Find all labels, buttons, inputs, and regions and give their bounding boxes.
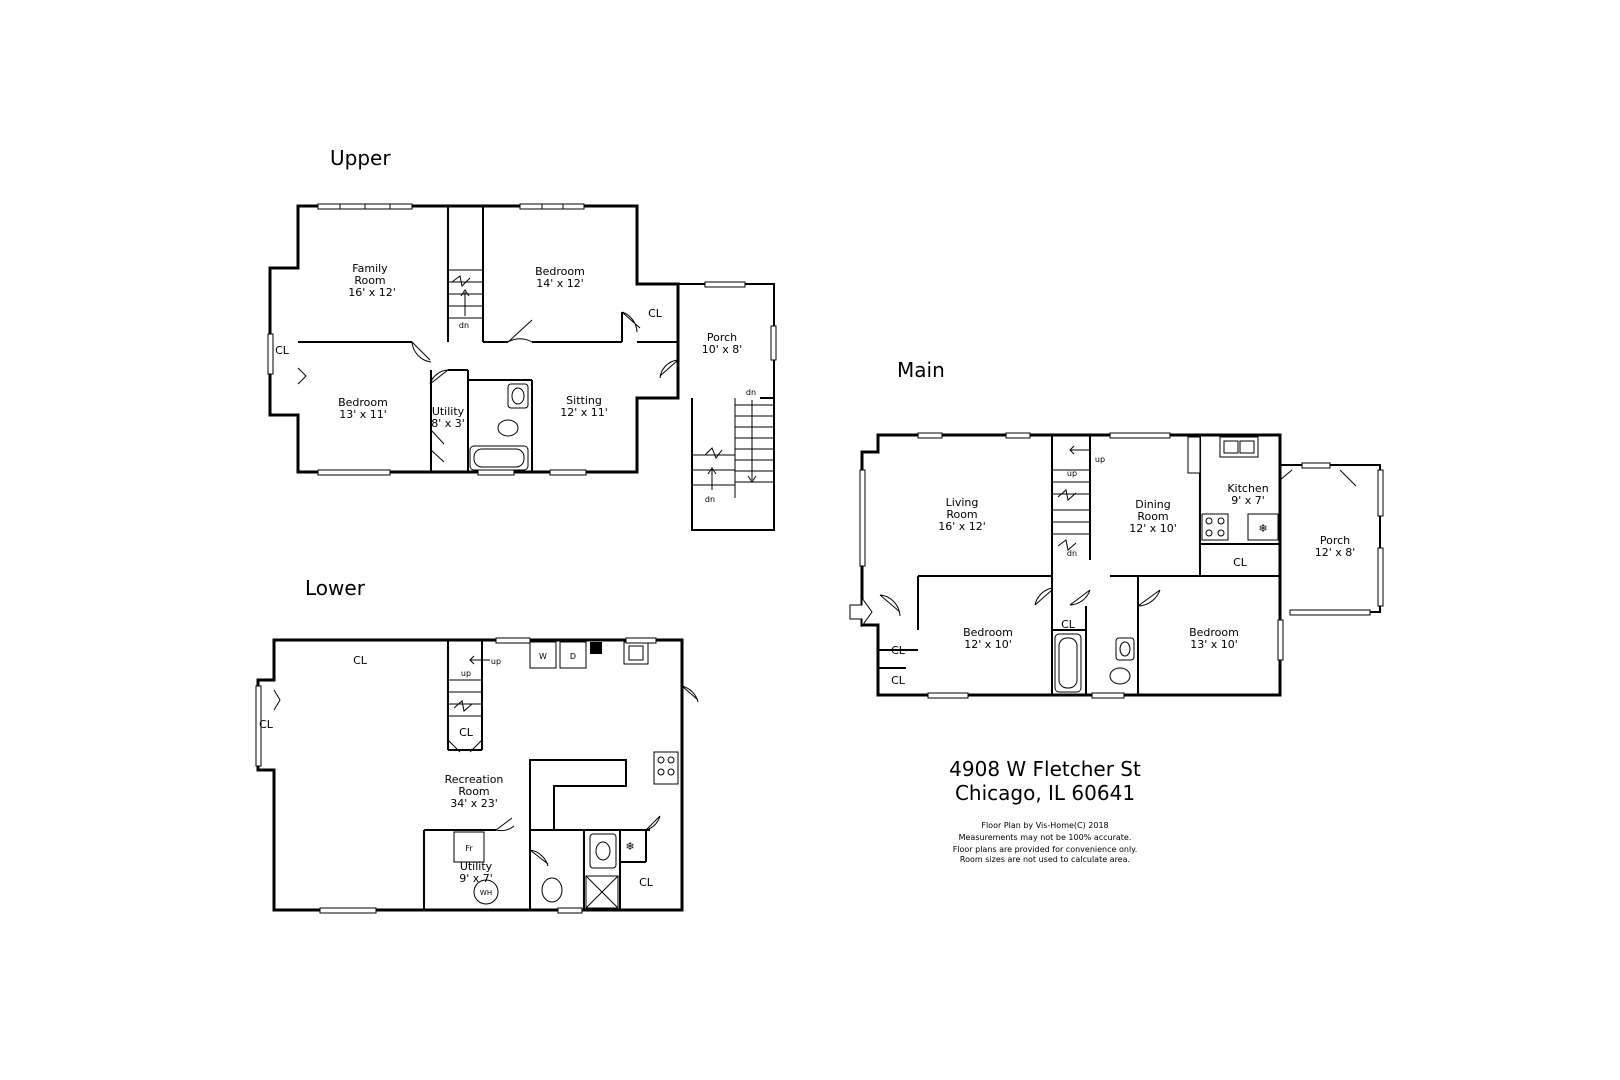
- main-porch-size: 12' x 8': [1315, 546, 1356, 559]
- upper-utility-name: Utility: [432, 405, 465, 418]
- upper-bedroom-2-size: 13' x 11': [339, 408, 387, 421]
- lower-dark-fixture: [590, 642, 602, 654]
- upper-exterior-stair-treads: [692, 400, 774, 490]
- lower-washer: [529, 641, 557, 669]
- main-kitchen-fridge: [1247, 513, 1279, 541]
- main-bedroom-2-name: Bedroom: [1189, 626, 1239, 639]
- main-bedroom-1-name: Bedroom: [963, 626, 1013, 639]
- main-kitchen-size: 9' x 7': [1231, 494, 1265, 507]
- lower-utility-name: Utility: [460, 860, 493, 873]
- upper-stair-dn-label-2: dn: [746, 388, 756, 397]
- main-bedroom-2-size: 13' x 10': [1190, 638, 1238, 651]
- upper-sitting-size: 12' x 11': [560, 406, 608, 419]
- lower-closet-left: CL: [259, 718, 274, 731]
- lower-closet-main: CL: [353, 654, 368, 667]
- upper-family-room-name-1: Family: [352, 262, 388, 275]
- main-bath-sink: [1115, 637, 1135, 661]
- main-floor-plan: Main: [849, 358, 1384, 699]
- main-stair-up-label-2: up: [1067, 469, 1077, 478]
- main-dining-room-name-2: Room: [1137, 510, 1168, 523]
- lower-washer-label: W: [539, 652, 547, 661]
- disclaimer-line-3: Room sizes are not used to calculate are…: [960, 855, 1130, 864]
- upper-utility-size: 8' x 3': [431, 417, 465, 430]
- lower-laundry-sink: [623, 641, 649, 665]
- main-stair-up-label-1: up: [1095, 455, 1105, 464]
- main-bedroom-1-size: 12' x 10': [964, 638, 1012, 651]
- main-living-window: [859, 469, 866, 567]
- lower-utility-size: 9' x 7': [459, 872, 493, 885]
- upper-sitting-name: Sitting: [566, 394, 602, 407]
- upper-porch-name: Porch: [707, 331, 737, 344]
- main-dining-room-name-1: Dining: [1135, 498, 1171, 511]
- upper-bedroom-2-name: Bedroom: [338, 396, 388, 409]
- main-interior-stair: [1052, 445, 1090, 551]
- main-toilet: [1109, 667, 1131, 685]
- main-stair-dn-label: dn: [1067, 549, 1077, 558]
- disclaimer-line-2: Floor plans are provided for convenience…: [953, 845, 1138, 854]
- lower-fridge-label: Fr: [465, 844, 473, 853]
- lower-closet-bath: CL: [639, 876, 654, 889]
- upper-closet-label-a: CL: [275, 344, 290, 357]
- address-line-1: 4908 W Fletcher St: [949, 757, 1141, 781]
- upper-stair-dn-label-1: dn: [459, 321, 469, 330]
- main-fridge-snowflake-icon: ❄: [1258, 522, 1267, 535]
- lower-stove-icon: [653, 751, 679, 785]
- lower-stair-up-label-2: up: [461, 669, 471, 678]
- upper-floor-title: Upper: [330, 146, 391, 170]
- main-living-room-name-1: Living: [946, 496, 979, 509]
- main-closet-hall: CL: [1061, 618, 1076, 631]
- main-floor-title: Main: [897, 358, 945, 382]
- main-closet-kitchen: CL: [1233, 556, 1248, 569]
- lower-toilet: [541, 877, 563, 903]
- upper-interior-stair: [448, 269, 483, 319]
- address-block: 4908 W Fletcher St Chicago, IL 60641 Flo…: [949, 757, 1141, 864]
- floor-plan-credit: Floor Plan by Vis-Home(C) 2018: [981, 821, 1108, 830]
- lower-water-heater: [473, 879, 499, 905]
- main-living-room-name-2: Room: [946, 508, 977, 521]
- lower-dryer: [559, 641, 587, 669]
- lower-water-heater-label: WH: [480, 889, 492, 897]
- lower-recreation-room-size: 34' x 23': [450, 797, 498, 810]
- upper-family-room-size: 16' x 12': [348, 286, 396, 299]
- address-line-2: Chicago, IL 60641: [955, 781, 1135, 805]
- lower-dryer-label: D: [570, 652, 576, 661]
- upper-family-room-name-2: Room: [354, 274, 385, 287]
- main-living-room-size: 16' x 12': [938, 520, 986, 533]
- lower-fridge-snowflake-icon: ❄: [625, 840, 634, 853]
- main-porch-name: Porch: [1320, 534, 1350, 547]
- upper-bedroom-door: [507, 319, 533, 343]
- upper-floor-plan: Upper: [267, 146, 777, 531]
- lower-recreation-room-name-1: Recreation: [445, 773, 504, 786]
- lower-floor-plan: Lower: [255, 576, 699, 914]
- main-kitchen-stove-icon: [1201, 513, 1229, 541]
- lower-interior-stair: [448, 655, 490, 717]
- lower-bath-sink: [589, 833, 617, 869]
- lower-closet-stair: CL: [459, 726, 474, 739]
- upper-porch-size: 10' x 8': [702, 343, 743, 356]
- upper-sink: [507, 383, 529, 409]
- disclaimer-line-1: Measurements may not be 100% accurate.: [959, 833, 1132, 842]
- main-dining-room-size: 12' x 10': [1129, 522, 1177, 535]
- upper-exterior-stair: [691, 398, 775, 531]
- upper-closet-label-b: CL: [648, 307, 663, 320]
- main-closet-entry-2: CL: [891, 674, 906, 687]
- main-closet-entry-1: CL: [891, 644, 906, 657]
- upper-exterior-wall: [268, 204, 680, 474]
- lower-recreation-room-name-2: Room: [458, 785, 489, 798]
- main-bathtub: [1054, 633, 1082, 693]
- upper-stair-dn-label-3: dn: [705, 495, 715, 504]
- main-kitchen-sink: [1219, 436, 1259, 458]
- main-entry-arrow-icon: [849, 596, 873, 628]
- upper-bedroom-1-size: 14' x 12': [536, 277, 584, 290]
- upper-toilet: [497, 419, 519, 437]
- lower-stair-up-label-1: up: [491, 657, 501, 666]
- lower-fridge: [453, 831, 485, 863]
- lower-floor-title: Lower: [305, 576, 366, 600]
- upper-bedroom-1-name: Bedroom: [535, 265, 585, 278]
- main-kitchen-name: Kitchen: [1227, 482, 1268, 495]
